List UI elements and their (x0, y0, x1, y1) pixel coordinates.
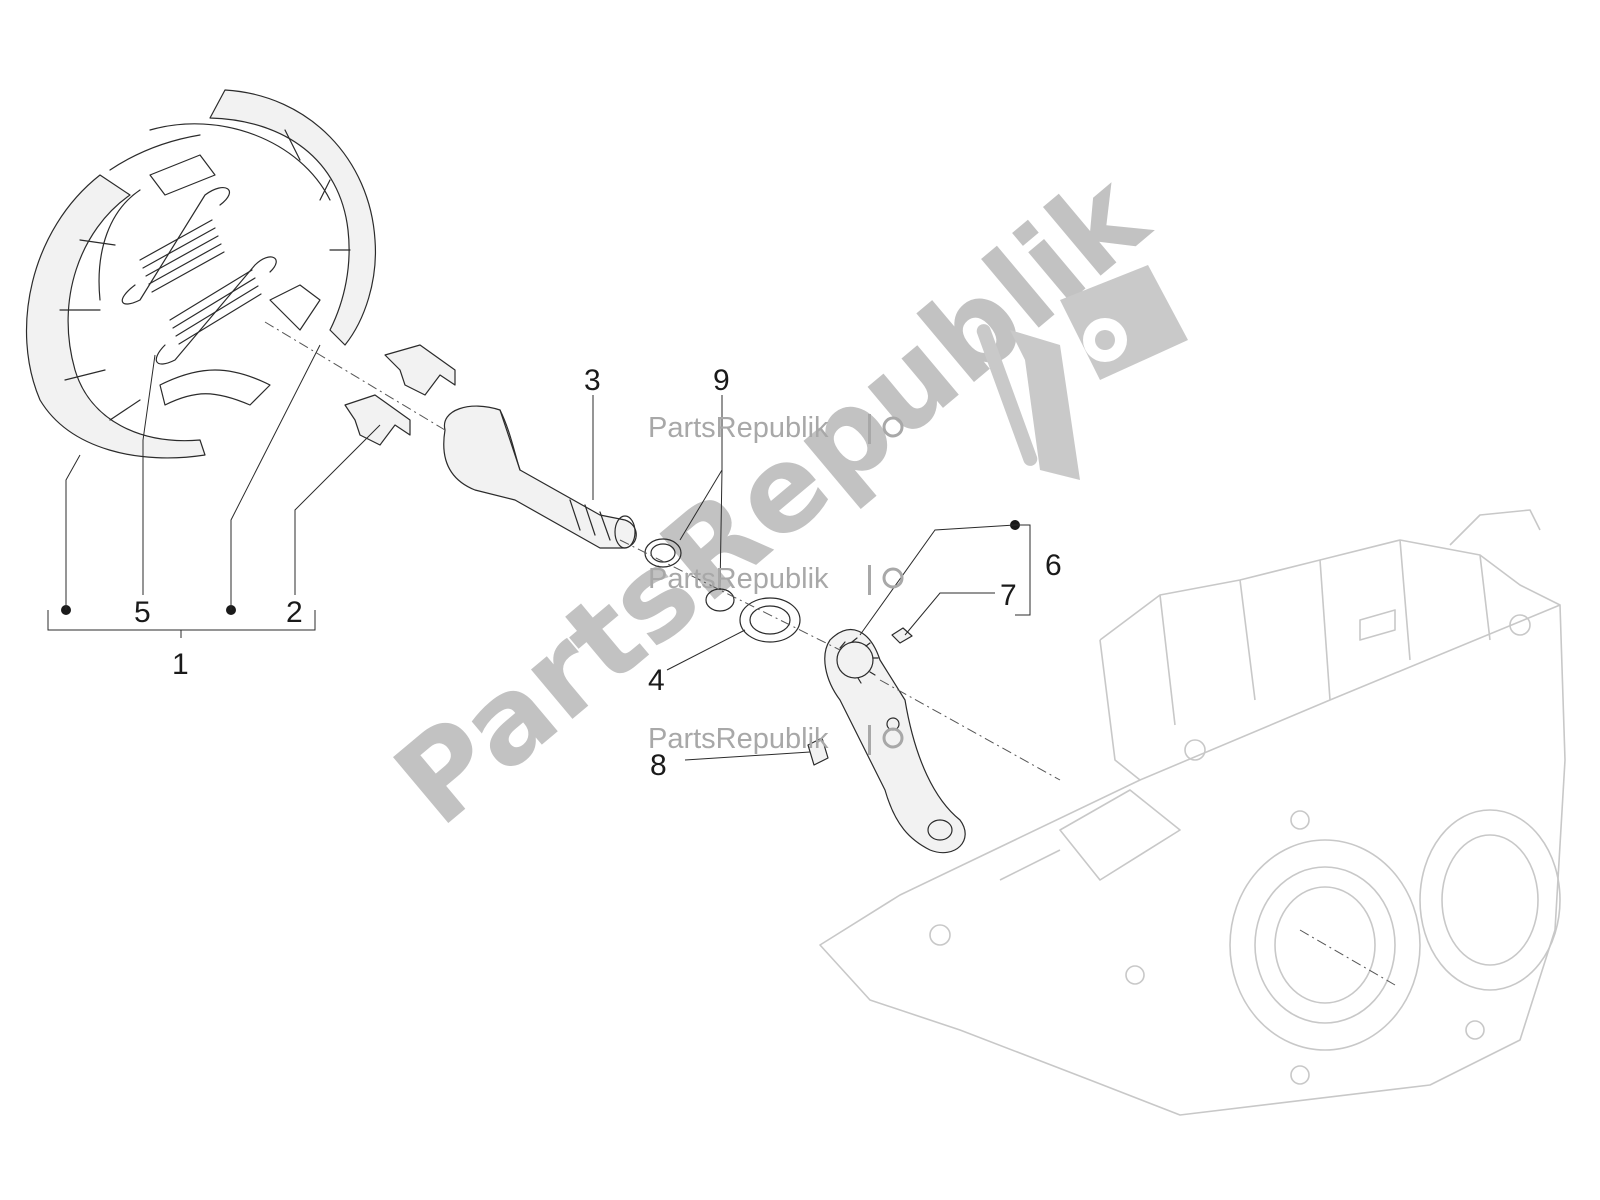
shoe-clip-lower (344, 394, 411, 446)
shoe-clip-upper (384, 344, 456, 396)
engine-housing (819, 509, 1566, 1116)
callout-3: 3 (584, 364, 601, 397)
brake-shoe-assembly (25, 89, 377, 459)
screw (807, 737, 829, 766)
watermark-small-1: PartsRepublik (648, 412, 904, 444)
gear-flag-icon (976, 265, 1188, 480)
return-springs (121, 186, 277, 365)
watermark-small-text-1: PartsRepublik (648, 412, 829, 444)
callout-9: 9 (713, 364, 730, 397)
callout-5: 5 (134, 596, 151, 629)
watermark-small-2: PartsRepublik (648, 563, 904, 595)
leader-lines (47, 344, 1031, 761)
callout-4: 4 (648, 664, 665, 697)
brake-cam-shaft (443, 405, 637, 549)
watermark-small-text-2: PartsRepublik (648, 563, 829, 595)
callout-2: 2 (286, 596, 303, 629)
callout-1: 1 (172, 648, 189, 681)
callout-8: 8 (650, 749, 667, 782)
washer (739, 597, 801, 643)
watermark-small-text-3: PartsRepublik (648, 723, 829, 755)
callout-6: 6 (1045, 549, 1062, 582)
key-block (891, 627, 913, 644)
callout-labels: 1 5 2 3 9 6 7 4 8 (134, 364, 1062, 782)
center-lines (264, 321, 1396, 986)
callout-7: 7 (1000, 579, 1017, 612)
watermark-small-3: PartsRepublik (648, 723, 904, 755)
brake-lever (824, 629, 966, 854)
